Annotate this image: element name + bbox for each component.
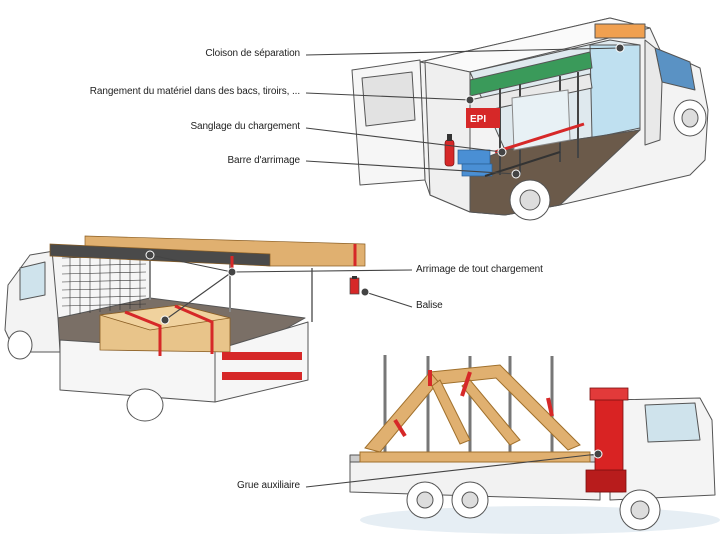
- label-grue-auxiliaire: Grue auxiliaire: [237, 480, 300, 491]
- label-cloison-separation: Cloison de séparation: [205, 48, 300, 59]
- label-rangement-materiel: Rangement du matériel dans des bacs, tir…: [89, 86, 300, 97]
- flatbed-truck: [349, 397, 720, 534]
- beacon-light-icon: [349, 276, 360, 295]
- leader-lines: [149, 47, 621, 488]
- epi-sign-panel: [466, 108, 500, 128]
- plywood-straps: [124, 304, 214, 356]
- label-sanglage-chargement: Sanglage du chargement: [190, 121, 300, 132]
- truss-straps: [393, 370, 554, 438]
- label-barre-arrimage: Barre d'arrimage: [227, 155, 300, 166]
- warning-stripes: [222, 352, 302, 380]
- lashing-bar: [484, 151, 561, 177]
- callout-dots: [145, 43, 625, 459]
- roof-timber-load: [49, 235, 366, 267]
- fire-extinguisher-icon: [444, 134, 455, 167]
- crane-icon: [585, 387, 629, 493]
- cargo-strap: [494, 122, 585, 154]
- van-window-frame: [511, 89, 571, 151]
- epi-sign-text: EPI: [470, 114, 486, 125]
- blue-crates: [457, 149, 493, 177]
- label-balise: Balise: [416, 300, 443, 311]
- label-arrimage-chargement: Arrimage de tout chargement: [416, 264, 543, 275]
- roof-trusses: [359, 364, 591, 463]
